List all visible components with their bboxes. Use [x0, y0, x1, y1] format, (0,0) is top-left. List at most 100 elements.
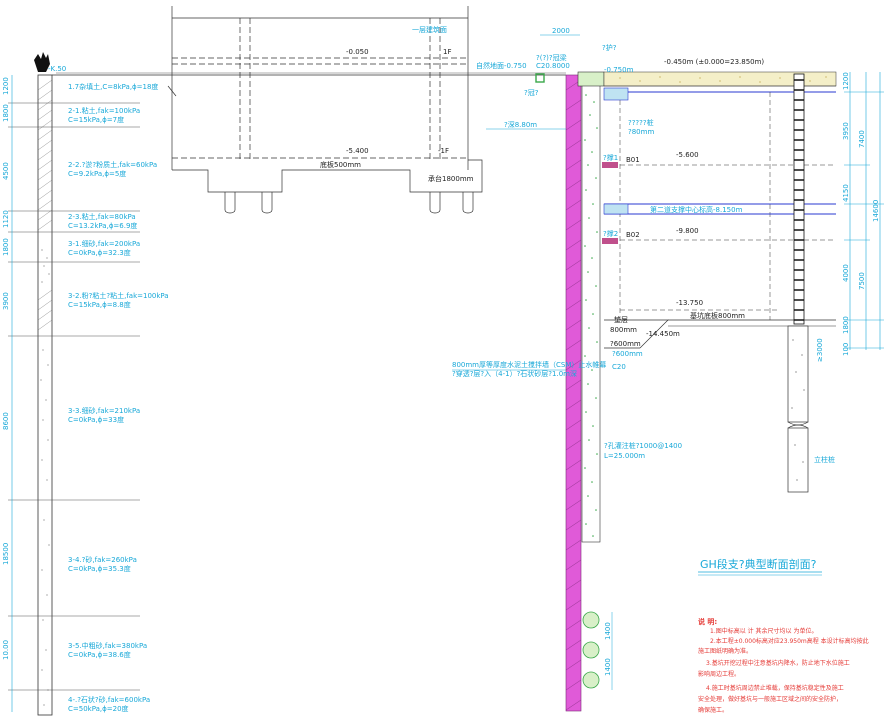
note-line-2: 施工图纸明确为准。: [698, 647, 752, 655]
stratum-3-dim: 1120: [2, 210, 10, 228]
pile-spacing-2: 1400: [604, 658, 612, 676]
stratum-6-dim: 8600: [2, 412, 10, 430]
stratum-7-label: 3-4.?砂,fak=260kPa: [68, 555, 137, 564]
cushion-2: 800mm: [610, 326, 637, 334]
dim-right-4: 14600: [872, 200, 880, 222]
excavation: [603, 71, 837, 493]
stratum-7-dim: 18500: [2, 543, 10, 565]
stratum-2-dim: 4500: [2, 162, 10, 180]
wall-dim-top: 2000: [552, 27, 570, 35]
exc-elev-top: -0.450m (±0.000=23.850m): [664, 58, 764, 66]
stratum-8-params: C=0kPa,ɸ=38.6度: [68, 650, 131, 659]
building-floor-b1: -1F: [438, 147, 449, 155]
wall-spec-2: ?穿透?层?入（4-1）?石状砂层?1.0m深: [452, 369, 577, 378]
strata-dimensions: 1200 1800 4500 1120 1800 3900 8600 18500…: [2, 77, 10, 660]
strata-labels: 1.7杂填土,C=8kPa,ɸ=18度 2-1.粘土,fak=100kPa C=…: [68, 82, 169, 713]
note-line-5: 4.施工时基坑周边禁止堆载，保持基坑稳定性及施工: [706, 684, 844, 692]
pile-spec-2: L=25.000m: [604, 452, 645, 460]
stratum-6-params: C=0kPa,ɸ=33度: [68, 415, 124, 424]
stratum-8-dim: 10.00: [2, 640, 10, 660]
anchor-1b: ?80mm: [628, 128, 654, 136]
stratum-5-dim: 3900: [2, 292, 10, 310]
stratum-3-label: 2-3.粘土,fak=80kPa: [68, 212, 136, 221]
retaining-wall: [535, 71, 605, 712]
building-floor-1f: 1F: [443, 48, 451, 56]
wall-ground: 自然地面-0.750: [476, 61, 527, 70]
dim-right-0: 1200: [842, 72, 850, 90]
stratum-7-params: C=0kPa,ɸ=35.3度: [68, 564, 131, 573]
strut-2: B02: [626, 231, 640, 239]
stratum-0-label: 1.7杂填土,C=8kPa,ɸ=18度: [68, 82, 158, 91]
dim-right-2: 7400: [858, 130, 866, 148]
stratum-2-label: 2-2.?淤?粉质土,fak=60kPa: [68, 160, 157, 169]
dim-right-1: 3950: [842, 122, 850, 140]
wall-labels: 2000 ?(?)?冠梁 C20.8000 自然地面-0.750 ?冠? ?护?…: [452, 27, 682, 690]
strut-1: B01: [626, 156, 640, 164]
stratum-9-params: C=50kPa,ɸ=20度: [68, 704, 129, 713]
level-4: -14.450m: [646, 330, 680, 338]
brace-2: ?撑2: [603, 229, 618, 238]
stratum-3-params: C=13.2kPa,ɸ=6.9度: [68, 221, 137, 230]
base-slab: 基坑底板800mm: [690, 311, 745, 320]
strut-centre: 第二道支撑中心标高-8.150m: [650, 205, 743, 214]
excavation-labels: -0.450m (±0.000=23.850m) -0.750m B01 B02…: [604, 58, 835, 464]
building-slab: 底板500mm: [320, 160, 361, 169]
stratum-0-dim: 1200: [2, 77, 10, 95]
brace-1: ?撑1: [603, 153, 618, 162]
notes: 说 明: 1.图中标高以 计 其余尺寸均以 为单位。 2.本工程±0.000标高…: [698, 617, 869, 714]
borehole-column: [8, 74, 140, 716]
drawing-title: GH段支?典型断面剖面?: [698, 557, 822, 576]
level-1: -5.600: [676, 151, 699, 159]
wall-crown: C20.8000: [536, 62, 570, 70]
level-3: -13.750: [676, 299, 703, 307]
building-elev-top: -0.050: [346, 48, 369, 56]
dim-right-5: 4000: [842, 264, 850, 282]
note-line-0: 1.图中标高以 计 其余尺寸均以 为单位。: [710, 627, 817, 635]
level-2: -9.800: [676, 227, 699, 235]
pile-spec-1: ?孔灌注桩?1000@1400: [604, 441, 682, 450]
pile-bottom: C20: [612, 363, 626, 371]
king-post: 立柱桩: [814, 455, 835, 464]
stratum-2-params: C=9.2kPa,ɸ=5度: [68, 169, 126, 178]
note-line-4: 影响周边工程。: [698, 670, 740, 678]
dim-right-3: 4150: [842, 184, 850, 202]
stratum-5-label: 3-2.粉?粘土?粘土,fak=100kPa: [68, 291, 169, 300]
right-dimensions: 1200 3950 7400 4150 14600 4000 7500 1800…: [842, 72, 884, 356]
stratum-6-label: 3-3.细砂,fak=210kPa: [68, 406, 140, 415]
dim-right-6: 7500: [858, 272, 866, 290]
king-post-dim: ≥3000: [816, 338, 824, 362]
note-line-6: 安全处理，做好基坑与一般施工区域之间的安全防护，: [698, 695, 842, 703]
exc-elev-ground: -0.750m: [604, 66, 634, 74]
adjacent-building: [167, 6, 483, 214]
building-elev-base: -5.400: [346, 147, 369, 155]
stratum-4-label: 3-1.细砂,fak=200kPa: [68, 239, 140, 248]
notes-heading: 说 明:: [698, 617, 717, 626]
stratum-4-dim: 1800: [2, 238, 10, 256]
stratum-1-params: C=15kPa,ɸ=7度: [68, 115, 124, 124]
note-line-7: 确保施工。: [698, 706, 728, 714]
stratum-4-params: C=0kPa,ɸ=32.3度: [68, 248, 131, 257]
wall-crown-label: ?(?)?冠梁: [536, 53, 567, 62]
dim-right-7: 1800: [842, 316, 850, 334]
wall-pad: ?600mm: [612, 350, 643, 358]
stratum-1-dim: 1800: [2, 104, 10, 122]
adjacent-building-labels: 一层建筑面 1F -0.050 -5.400 -1F 底板500mm 承台180…: [320, 25, 474, 183]
note-line-3: 3.基坑开挖过程中注意基坑内降水，防止地下水位施工: [706, 659, 850, 667]
wall-ground-small: ?冠?: [524, 89, 539, 97]
ground-marker-label: -K.50: [48, 65, 66, 73]
wall-spec-1: 800mm厚等厚度水泥土搅拌墙（CSM）止水帷幕: [452, 360, 606, 369]
stratum-5-params: C=15kPa,ɸ=8.8度: [68, 300, 131, 309]
building-top-label: 一层建筑面: [412, 25, 447, 34]
title-text: GH段支?典型断面剖面?: [700, 557, 817, 571]
wall-depth: ?深8.80m: [504, 120, 537, 129]
stratum-8-label: 3-5.中粗砂,fak=380kPa: [68, 641, 147, 650]
stratum-9-label: 4-.?石状?砂,fak=600kPa: [68, 695, 150, 704]
ground-marker: -K.50: [34, 52, 66, 73]
note-line-1: 2.本工程±0.000标高对应23.950m高程 本设计标高均按此: [710, 637, 869, 645]
wall-spec-top: ?护?: [602, 43, 617, 52]
anchor-1: ?????桩: [628, 118, 654, 127]
stratum-1-label: 2-1.粘土,fak=100kPa: [68, 106, 140, 115]
pile-spacing-1: 1400: [604, 622, 612, 640]
dim-right-8: 100: [842, 343, 850, 356]
